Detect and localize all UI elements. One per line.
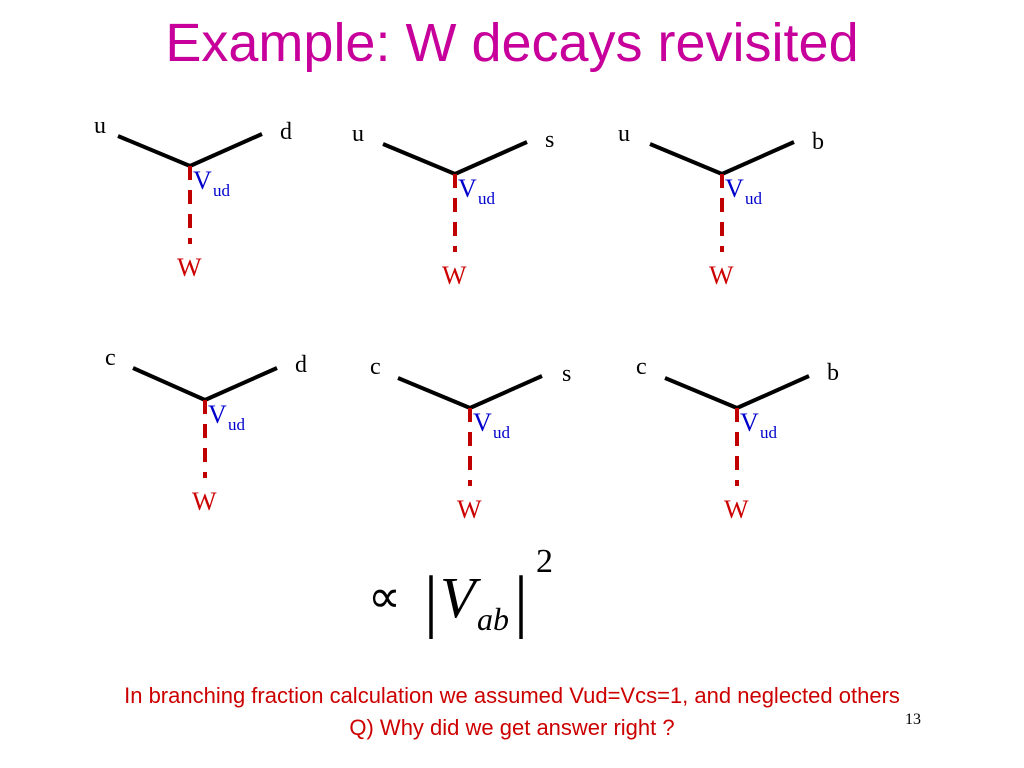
w-boson-label: W bbox=[177, 253, 202, 282]
w-boson-label: W bbox=[457, 495, 482, 524]
abs-bar-right: | bbox=[514, 563, 528, 640]
coupling-subscript: ud bbox=[745, 189, 763, 208]
incoming-quark-line bbox=[664, 376, 738, 410]
outgoing-quark-label: b bbox=[812, 129, 824, 155]
feynman-diagram: u s V ud W bbox=[352, 121, 554, 290]
footer-question-text: Q) Why did we get answer right ? bbox=[349, 715, 675, 740]
feynman-diagram: c d V ud W bbox=[105, 345, 307, 516]
page-number: 13 bbox=[905, 711, 921, 728]
outgoing-quark-line bbox=[736, 374, 810, 410]
outgoing-quark-label: d bbox=[280, 119, 292, 145]
abs-bar-left: | bbox=[424, 563, 438, 640]
coupling-label: V bbox=[193, 166, 212, 195]
feynman-diagram: u b V ud W bbox=[618, 121, 824, 290]
incoming-quark-label: c bbox=[370, 354, 381, 380]
w-boson-label: W bbox=[192, 487, 217, 516]
outgoing-quark-label: s bbox=[562, 361, 571, 387]
feynman-diagram: c b V ud W bbox=[636, 354, 839, 524]
formula-subscript: ab bbox=[477, 601, 509, 637]
slide-title: Example: W decays revisited bbox=[165, 13, 859, 73]
coupling-label: V bbox=[208, 400, 227, 429]
formula-exponent: 2 bbox=[536, 543, 553, 580]
coupling-subscript: ud bbox=[228, 415, 246, 434]
incoming-quark-label: c bbox=[105, 345, 116, 371]
w-boson-label: W bbox=[442, 261, 467, 290]
incoming-quark-label: u bbox=[618, 121, 630, 147]
incoming-quark-label: u bbox=[94, 113, 106, 139]
w-boson-label: W bbox=[724, 495, 749, 524]
coupling-label: V bbox=[740, 408, 759, 437]
incoming-quark-line bbox=[132, 366, 206, 402]
coupling-subscript: ud bbox=[213, 181, 231, 200]
outgoing-quark-line bbox=[469, 374, 543, 410]
incoming-quark-line bbox=[397, 376, 471, 410]
formula-symbol: V bbox=[440, 565, 482, 630]
proportionality-formula: ∝ | V ab | 2 bbox=[368, 543, 553, 640]
coupling-subscript: ud bbox=[493, 423, 511, 442]
incoming-quark-line bbox=[382, 142, 456, 176]
outgoing-quark-label: d bbox=[295, 352, 307, 378]
incoming-quark-line bbox=[117, 134, 191, 168]
feynman-diagrams: u d V ud W u s V ud W u b V ud W bbox=[94, 113, 839, 640]
outgoing-quark-label: s bbox=[545, 127, 554, 153]
coupling-label: V bbox=[725, 174, 744, 203]
footer-assumption-text: In branching fraction calculation we ass… bbox=[124, 683, 900, 708]
feynman-diagram: c s V ud W bbox=[370, 354, 571, 524]
coupling-subscript: ud bbox=[760, 423, 778, 442]
outgoing-quark-line bbox=[721, 140, 795, 176]
outgoing-quark-line bbox=[454, 140, 528, 176]
coupling-label: V bbox=[458, 174, 477, 203]
w-boson-label: W bbox=[709, 261, 734, 290]
proportional-symbol: ∝ bbox=[368, 571, 401, 622]
coupling-subscript: ud bbox=[478, 189, 496, 208]
incoming-quark-label: u bbox=[352, 121, 364, 147]
incoming-quark-label: c bbox=[636, 354, 647, 380]
outgoing-quark-line bbox=[204, 366, 278, 402]
coupling-label: V bbox=[473, 408, 492, 437]
outgoing-quark-label: b bbox=[827, 360, 839, 386]
feynman-diagram: u d V ud W bbox=[94, 113, 292, 282]
outgoing-quark-line bbox=[189, 132, 263, 168]
incoming-quark-line bbox=[649, 142, 723, 176]
